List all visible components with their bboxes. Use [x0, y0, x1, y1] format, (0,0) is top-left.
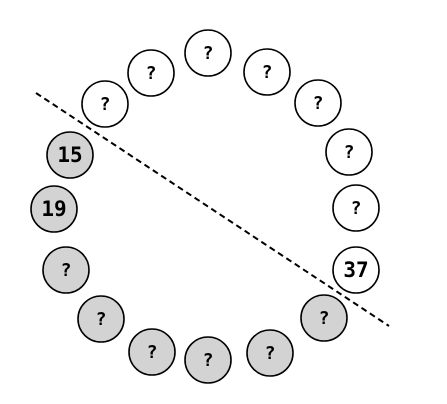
- circle-label: ?: [265, 343, 276, 364]
- unshaded-circle: [332, 184, 380, 232]
- number-circle: 15: [46, 131, 94, 179]
- number-circle: ?: [294, 79, 342, 127]
- shaded-circle: [246, 329, 294, 377]
- number-circle: ?: [243, 48, 291, 96]
- number-circle: ?: [77, 295, 125, 343]
- circle-label: ?: [344, 142, 355, 163]
- unshaded-circle: [127, 49, 175, 97]
- number-circle: ?: [42, 246, 90, 294]
- shaded-circle: [46, 131, 94, 179]
- number-circle: ?: [128, 328, 176, 376]
- circle-label: ?: [319, 308, 330, 329]
- number-circle: 19: [30, 185, 78, 233]
- unshaded-circle: [294, 79, 342, 127]
- number-circle: ?: [127, 49, 175, 97]
- circle-label: 15: [57, 143, 82, 167]
- dashed-divider-line: [35, 92, 390, 327]
- number-circle: ?: [184, 336, 232, 384]
- number-circle: ?: [332, 184, 380, 232]
- circle-label: ?: [61, 260, 72, 281]
- circle-label: ?: [146, 63, 157, 84]
- number-circle: ?: [325, 128, 373, 176]
- circle-label: ?: [203, 43, 214, 64]
- circle-label: ?: [313, 93, 324, 114]
- circle-label: 37: [343, 258, 368, 282]
- circle-label: ?: [96, 309, 107, 330]
- unshaded-circle: [325, 128, 373, 176]
- circle-label: ?: [203, 350, 214, 371]
- number-circle: 37: [332, 246, 380, 294]
- shaded-circle: [300, 294, 348, 342]
- unshaded-circle: [332, 246, 380, 294]
- shaded-circle: [30, 185, 78, 233]
- circle-label: 19: [41, 197, 66, 221]
- shaded-circle: [184, 336, 232, 384]
- circle-label: ?: [262, 62, 273, 83]
- shaded-circle: [128, 328, 176, 376]
- unshaded-circle: [81, 80, 129, 128]
- shaded-circle: [77, 295, 125, 343]
- circle-label: ?: [147, 342, 158, 363]
- unshaded-circle: [184, 29, 232, 77]
- unshaded-circle: [243, 48, 291, 96]
- number-circle: ?: [300, 294, 348, 342]
- shaded-circle: [42, 246, 90, 294]
- number-circle: ?: [246, 329, 294, 377]
- number-circle: ?: [81, 80, 129, 128]
- number-circle: ?: [184, 29, 232, 77]
- circle-label: ?: [100, 94, 111, 115]
- circle-label: ?: [351, 198, 362, 219]
- circles-group: ?????? 37?????? 19 15?: [30, 29, 380, 384]
